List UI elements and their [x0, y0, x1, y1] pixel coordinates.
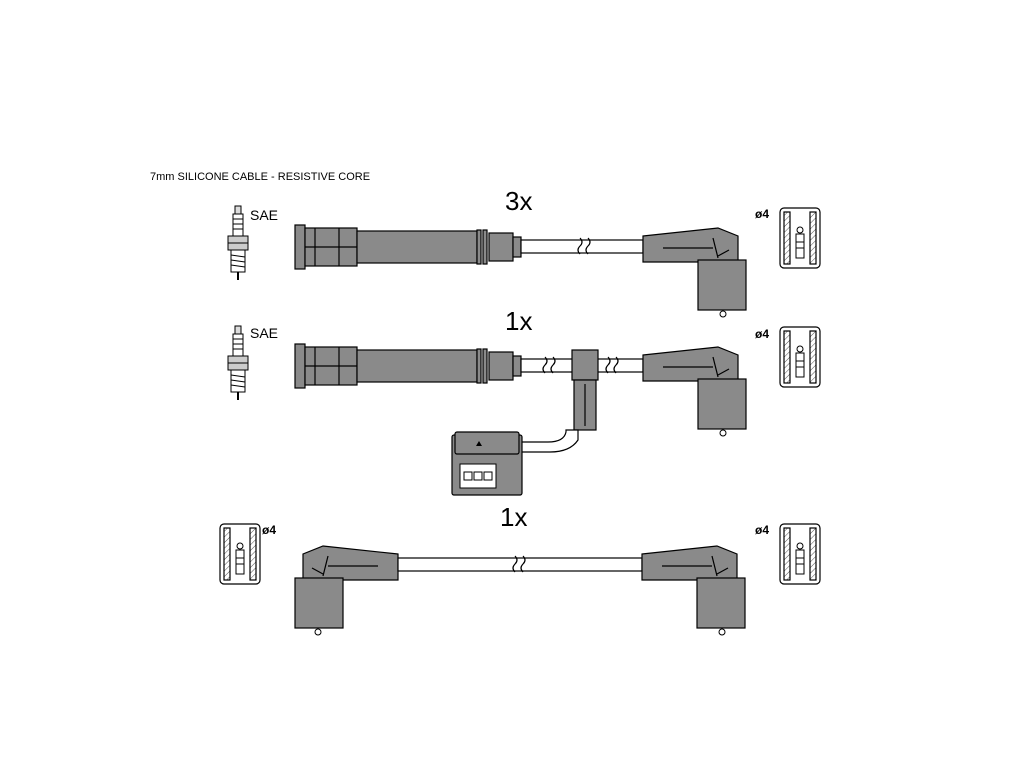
terminal-icon: [779, 207, 821, 269]
cable-break-mark: [605, 356, 619, 374]
spark-plug-icon: [227, 325, 249, 401]
terminal-icon: [779, 523, 821, 585]
lead-row-1: 3x SAE ø4: [227, 186, 821, 318]
terminal-icon: [219, 523, 261, 585]
cable-break-mark: [512, 555, 526, 573]
terminal-diameter-label: ø4: [755, 523, 769, 537]
angled-coil-boot: [642, 346, 747, 437]
spark-plug-icon: [227, 205, 249, 281]
plug-type-label: SAE: [250, 325, 278, 341]
angled-boot-right: [641, 545, 746, 636]
terminal-diameter-label: ø4: [262, 523, 276, 537]
cable-break-mark: [577, 237, 591, 255]
quantity-label: 1x: [505, 306, 532, 336]
lead-row-2: 1x SAE ø4: [227, 306, 821, 496]
lead-row-3: 1x ø4 ø4: [219, 502, 821, 636]
cable-break-mark: [542, 356, 556, 374]
sensor-branch: [451, 349, 599, 496]
terminal-diameter-label: ø4: [755, 327, 769, 341]
straight-plug-boot: [294, 224, 522, 270]
quantity-label: 3x: [505, 186, 532, 216]
terminal-icon: [779, 326, 821, 388]
quantity-label: 1x: [500, 502, 527, 532]
cable-spec-caption: 7mm SILICONE CABLE - RESISTIVE CORE: [150, 171, 370, 183]
angled-boot-left: [294, 545, 399, 636]
straight-plug-boot: [294, 343, 522, 389]
plug-type-label: SAE: [250, 207, 278, 223]
cable-segment: [397, 557, 643, 572]
terminal-diameter-label: ø4: [755, 207, 769, 221]
angled-coil-boot: [642, 227, 747, 318]
